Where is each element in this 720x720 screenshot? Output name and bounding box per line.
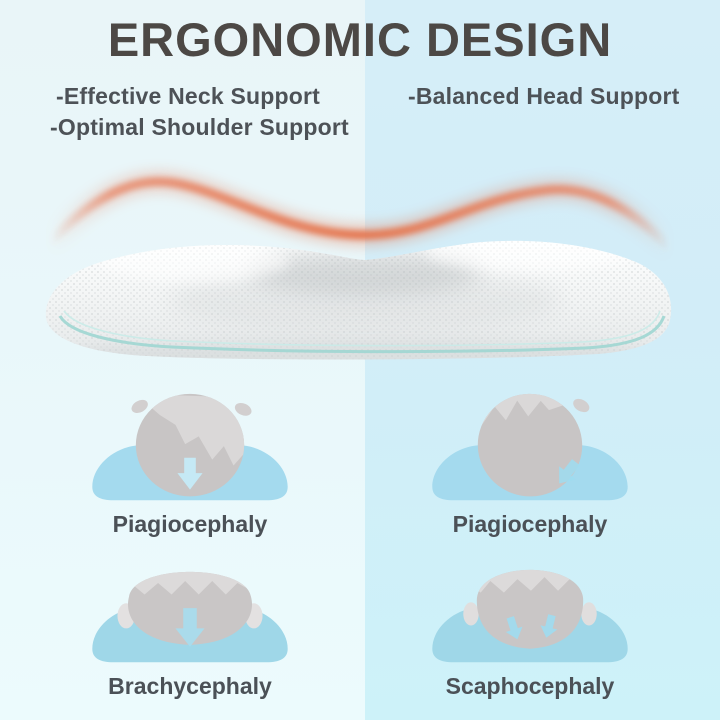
condition-label: Piagiocephaly [452,511,608,537]
hair-patch [138,393,245,466]
feature-head-support: -Balanced Head Support [408,83,680,109]
ears [463,602,597,626]
down-arrow-icon [175,608,205,647]
diagonal-arrow-icon [559,459,580,484]
condition-label: Brachycephaly [108,673,272,699]
inward-arrow-right-icon [540,614,558,638]
feature-shoulder-support: -Optimal Shoulder Support [50,114,349,140]
condition-card-brachycephaly: Brachycephaly [75,552,305,702]
inward-arrow-left-icon [505,616,523,640]
baby-head-flat-icon [92,571,288,663]
condition-label: Piagiocephaly [112,511,268,537]
condition-card-plagiocephaly-2: Piagiocephaly [415,390,645,540]
head-shape [477,393,583,497]
comfort-wave-graphic [39,170,681,259]
pillow-body [45,240,672,360]
pillow-trim [58,310,666,354]
condition-label: Scaphocephaly [445,673,615,699]
feature-neck-support: -Effective Neck Support [56,83,321,109]
page-title: ERGONOMIC DESIGN [107,13,613,66]
pillow-product-illustration [39,170,681,360]
condition-card-scaphocephaly: Scaphocephaly [415,552,645,702]
ear-nub [573,398,590,413]
baby-head-elongated-icon [432,569,628,663]
condition-card-plagiocephaly-1: Piagiocephaly [75,390,305,540]
down-arrow-icon [177,457,203,490]
baby-head-top-view-icon [92,393,288,501]
ear-nubs [131,399,252,416]
baby-head-tilted-icon [432,390,628,501]
